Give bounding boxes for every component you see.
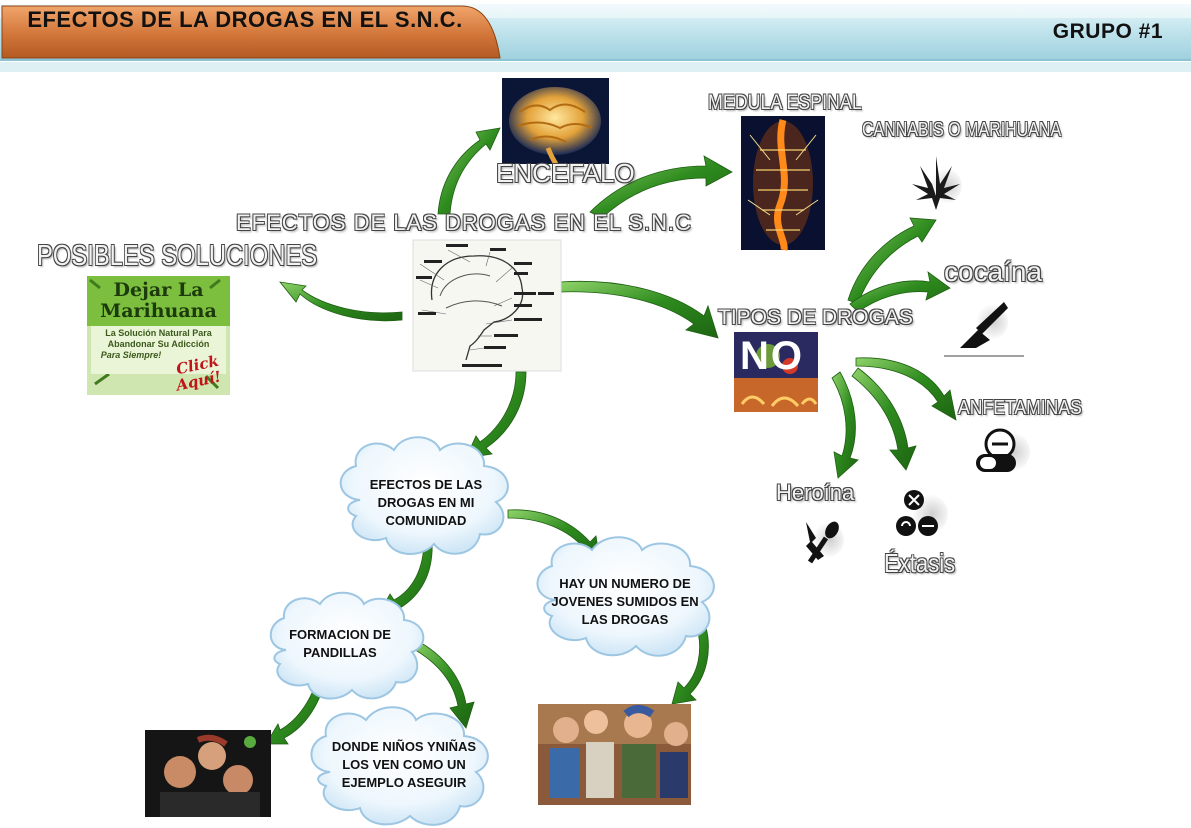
encefalo-image (502, 78, 609, 166)
ad-line-3: La Solución Natural Para (105, 328, 212, 338)
heroin-icon (806, 521, 844, 564)
arrows (265, 127, 957, 745)
cloud-pandillas-line: FORMACION DE (289, 627, 391, 642)
cannabis-icon (912, 156, 962, 210)
arrow-to-heroina (831, 371, 859, 479)
cloud-jovenes-line: HAY UN NUMERO DE (559, 576, 691, 591)
cloud-comunidad-line: EFECTOS DE LAS (369, 477, 483, 492)
arrow-to-comunidad (465, 371, 527, 459)
arrow-to-ninos (411, 639, 475, 729)
group-label: GRUPO #1 (1052, 20, 1163, 43)
arrow-to-medula (589, 155, 733, 219)
ad-line-4: Abandonar Su Adicción (107, 339, 210, 349)
ad-image (87, 276, 230, 395)
header-title-tab (1, 5, 501, 59)
brain-diagram-image (412, 239, 562, 372)
cloud-ninos-line: LOS VEN COMO UN (342, 757, 466, 772)
anfetaminas-label: ANFETAMINAS (958, 397, 1082, 419)
cocaine-icon (944, 302, 1024, 357)
cloud-ninos-line: EJEMPLO ASEGUIR (341, 775, 467, 790)
soluciones-label: POSIBLES SOLUCIONES (37, 240, 318, 272)
cloud-comunidad-text: EFECTOS DE LAS DROGAS EN MI COMUNIDAD (356, 476, 496, 530)
cloud-comunidad-line: COMUNIDAD (385, 513, 467, 528)
extasis-label: Éxtasis (884, 548, 956, 578)
arrow-to-extasis (851, 367, 917, 471)
ecstasy-icon (896, 490, 948, 536)
medula-label: MEDULA ESPINAL (708, 91, 862, 114)
central-label: EFECTOS DE LAS DROGAS EN EL S.N.C (236, 210, 692, 235)
cannabis-label: CANNABIS O MARIHUANA (862, 119, 1062, 141)
ad-title-2: Marihuana (100, 300, 217, 322)
page-title: EFECTOS DE LA DROGAS EN EL S.N.C. (27, 7, 463, 32)
encefalo-label: ENCEFALO (496, 158, 635, 188)
cloud-jovenes (536, 536, 715, 657)
cloud-pandillas-line: PANDILLAS (303, 645, 377, 660)
photo-party (145, 730, 271, 817)
amphetamine-icon (976, 428, 1030, 472)
tipos-label: TIPOS DE DROGAS (718, 306, 913, 329)
cocaina-label: cocaína (944, 256, 1043, 287)
cloud-ninos-text: DONDE NIÑOS YNIÑAS LOS VEN COMO UN EJEMP… (316, 738, 492, 792)
cloud-jovenes-line: JOVENES SUMIDOS EN (551, 594, 699, 609)
medula-image (741, 116, 825, 251)
arrow-to-cannabis (847, 217, 937, 305)
cloud-pandillas (269, 591, 425, 700)
arrow-to-anfetaminas (855, 357, 957, 421)
header-bottom-band (0, 62, 1191, 72)
cloud-ninos (310, 706, 489, 826)
ad-line-5: Para Siempre! (100, 350, 162, 360)
cloud-jovenes-text: HAY UN NUMERO DE JOVENES SUMIDOS EN LAS … (541, 575, 709, 629)
arrow-to-encefalo (437, 127, 501, 215)
arrow-to-soluciones (279, 281, 403, 322)
heroina-label: Heroína (776, 480, 855, 505)
no-drugs-image (734, 332, 818, 412)
cloud-pandillas-text: FORMACION DE PANDILLAS (270, 626, 410, 662)
photo-teens (538, 704, 691, 805)
cloud-comunidad (339, 436, 509, 556)
header-bottom-line (0, 59, 1191, 61)
arrow-to-tipos (559, 280, 719, 339)
cloud-jovenes-line: LAS DROGAS (581, 612, 669, 627)
arrow-to-cocaina (849, 271, 951, 313)
cloud-ninos-line: DONDE NIÑOS YNIÑAS (331, 739, 477, 754)
no-sign-text: NO (740, 334, 804, 378)
cloud-comunidad-line: DROGAS EN MI (377, 495, 475, 510)
ad-title-1: Dejar La (113, 279, 204, 301)
